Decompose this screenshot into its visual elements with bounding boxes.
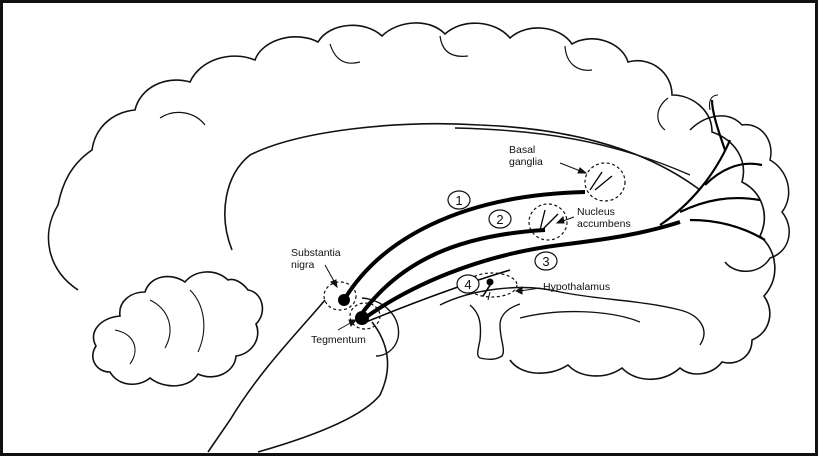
cortex-outline: [48, 23, 774, 379]
hypothalamus-dot: [487, 279, 494, 286]
basal-ganglia-label-line1: Basal: [509, 144, 535, 156]
frontal-projections: [660, 100, 765, 240]
hypothalamus-label: Hypothalamus: [543, 281, 610, 293]
corpus-callosum: [225, 124, 700, 250]
pathway-marker-3: 3: [535, 252, 557, 270]
pathway-number: 1: [455, 193, 462, 208]
pathway-marker-1: 1: [448, 191, 470, 209]
basal-ganglia-label-line2: ganglia: [509, 156, 543, 168]
cortex-fold: [160, 112, 205, 125]
tegmentum-label: Tegmentum: [311, 334, 366, 346]
pathway-number: 3: [542, 254, 549, 269]
cerebellum-fold: [115, 330, 135, 364]
figure-border: [2, 2, 817, 455]
nucleus-accumbens-label-line2: accumbens: [577, 218, 631, 230]
pathway-number: 2: [496, 212, 503, 227]
substantia-nigra-label-line2: nigra: [291, 259, 315, 271]
cortex-fold: [565, 46, 592, 70]
pathway-marker-2: 2: [489, 210, 511, 228]
pathway-marker-4: 4: [457, 275, 479, 293]
pituitary-stalk: [470, 304, 520, 359]
substantia-nigra-dot: [338, 294, 350, 306]
cerebellum-fold: [150, 300, 170, 348]
cerebellum-outline: [93, 272, 263, 386]
brainstem: [208, 300, 325, 452]
cortex-fold: [440, 36, 468, 56]
thalamus-outline: [440, 288, 704, 345]
cortex-fold: [658, 98, 668, 130]
substantia-nigra-label-line1: Substantia: [291, 247, 341, 259]
cerebellum-fold: [190, 290, 204, 352]
ventral-outline: [520, 312, 640, 322]
nucleus-accumbens-label-line1: Nucleus: [577, 206, 615, 218]
frontal-lobe: [690, 116, 789, 271]
tegmentum-dot: [355, 311, 369, 325]
pathway-number: 4: [464, 277, 471, 292]
cortex-fold: [330, 44, 360, 63]
